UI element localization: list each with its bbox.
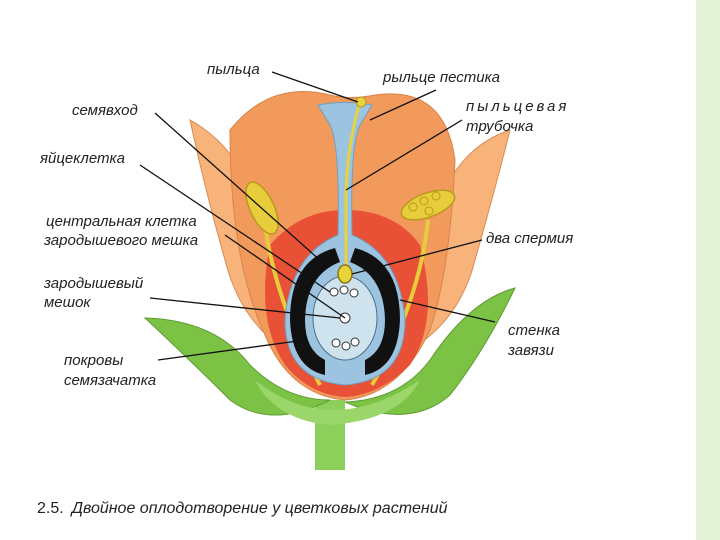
label-stigma: рыльце пестика (383, 69, 501, 86)
label-central-cell-1: центральная клетка (46, 213, 197, 230)
sepal-left (143, 317, 331, 416)
integuments-left (290, 248, 340, 375)
anther-right (400, 189, 456, 221)
caption-number: 2.5. (37, 500, 64, 517)
caption-text: Двойное оплодотворение у цветковых расте… (71, 500, 448, 517)
label-embryo-sac-2: мешок (44, 294, 91, 311)
label-central-cell-2: зародышевого мешка (44, 232, 199, 249)
label-integuments-1: покровы (64, 352, 124, 369)
pollen-grain (355, 96, 367, 108)
label-micropyle: семявход (72, 102, 138, 119)
label-pollen: пыльца (207, 61, 260, 78)
receptacle (255, 380, 420, 425)
label-ovary-wall-1: стенка (508, 322, 561, 339)
two-sperms-shape (337, 264, 353, 284)
integuments-right (350, 248, 400, 375)
sepal-right (344, 287, 516, 415)
label-egg-cell: яйцеклетка (40, 150, 125, 167)
label-pollen-tube-1: пыльцевая (466, 98, 570, 115)
label-integuments-2: семязачатка (64, 372, 157, 389)
figure-caption: 2.5. Двойное оплодотворение у цветковых р… (37, 500, 448, 518)
label-embryo-sac-1: зародышевый (44, 275, 144, 292)
label-two-sperms: два спермия (486, 230, 574, 247)
pollen-tube (344, 101, 362, 272)
side-stripe (696, 0, 720, 540)
label-ovary-wall-2: завязи (508, 342, 554, 359)
label-pollen-tube-2: трубочка (466, 118, 534, 135)
